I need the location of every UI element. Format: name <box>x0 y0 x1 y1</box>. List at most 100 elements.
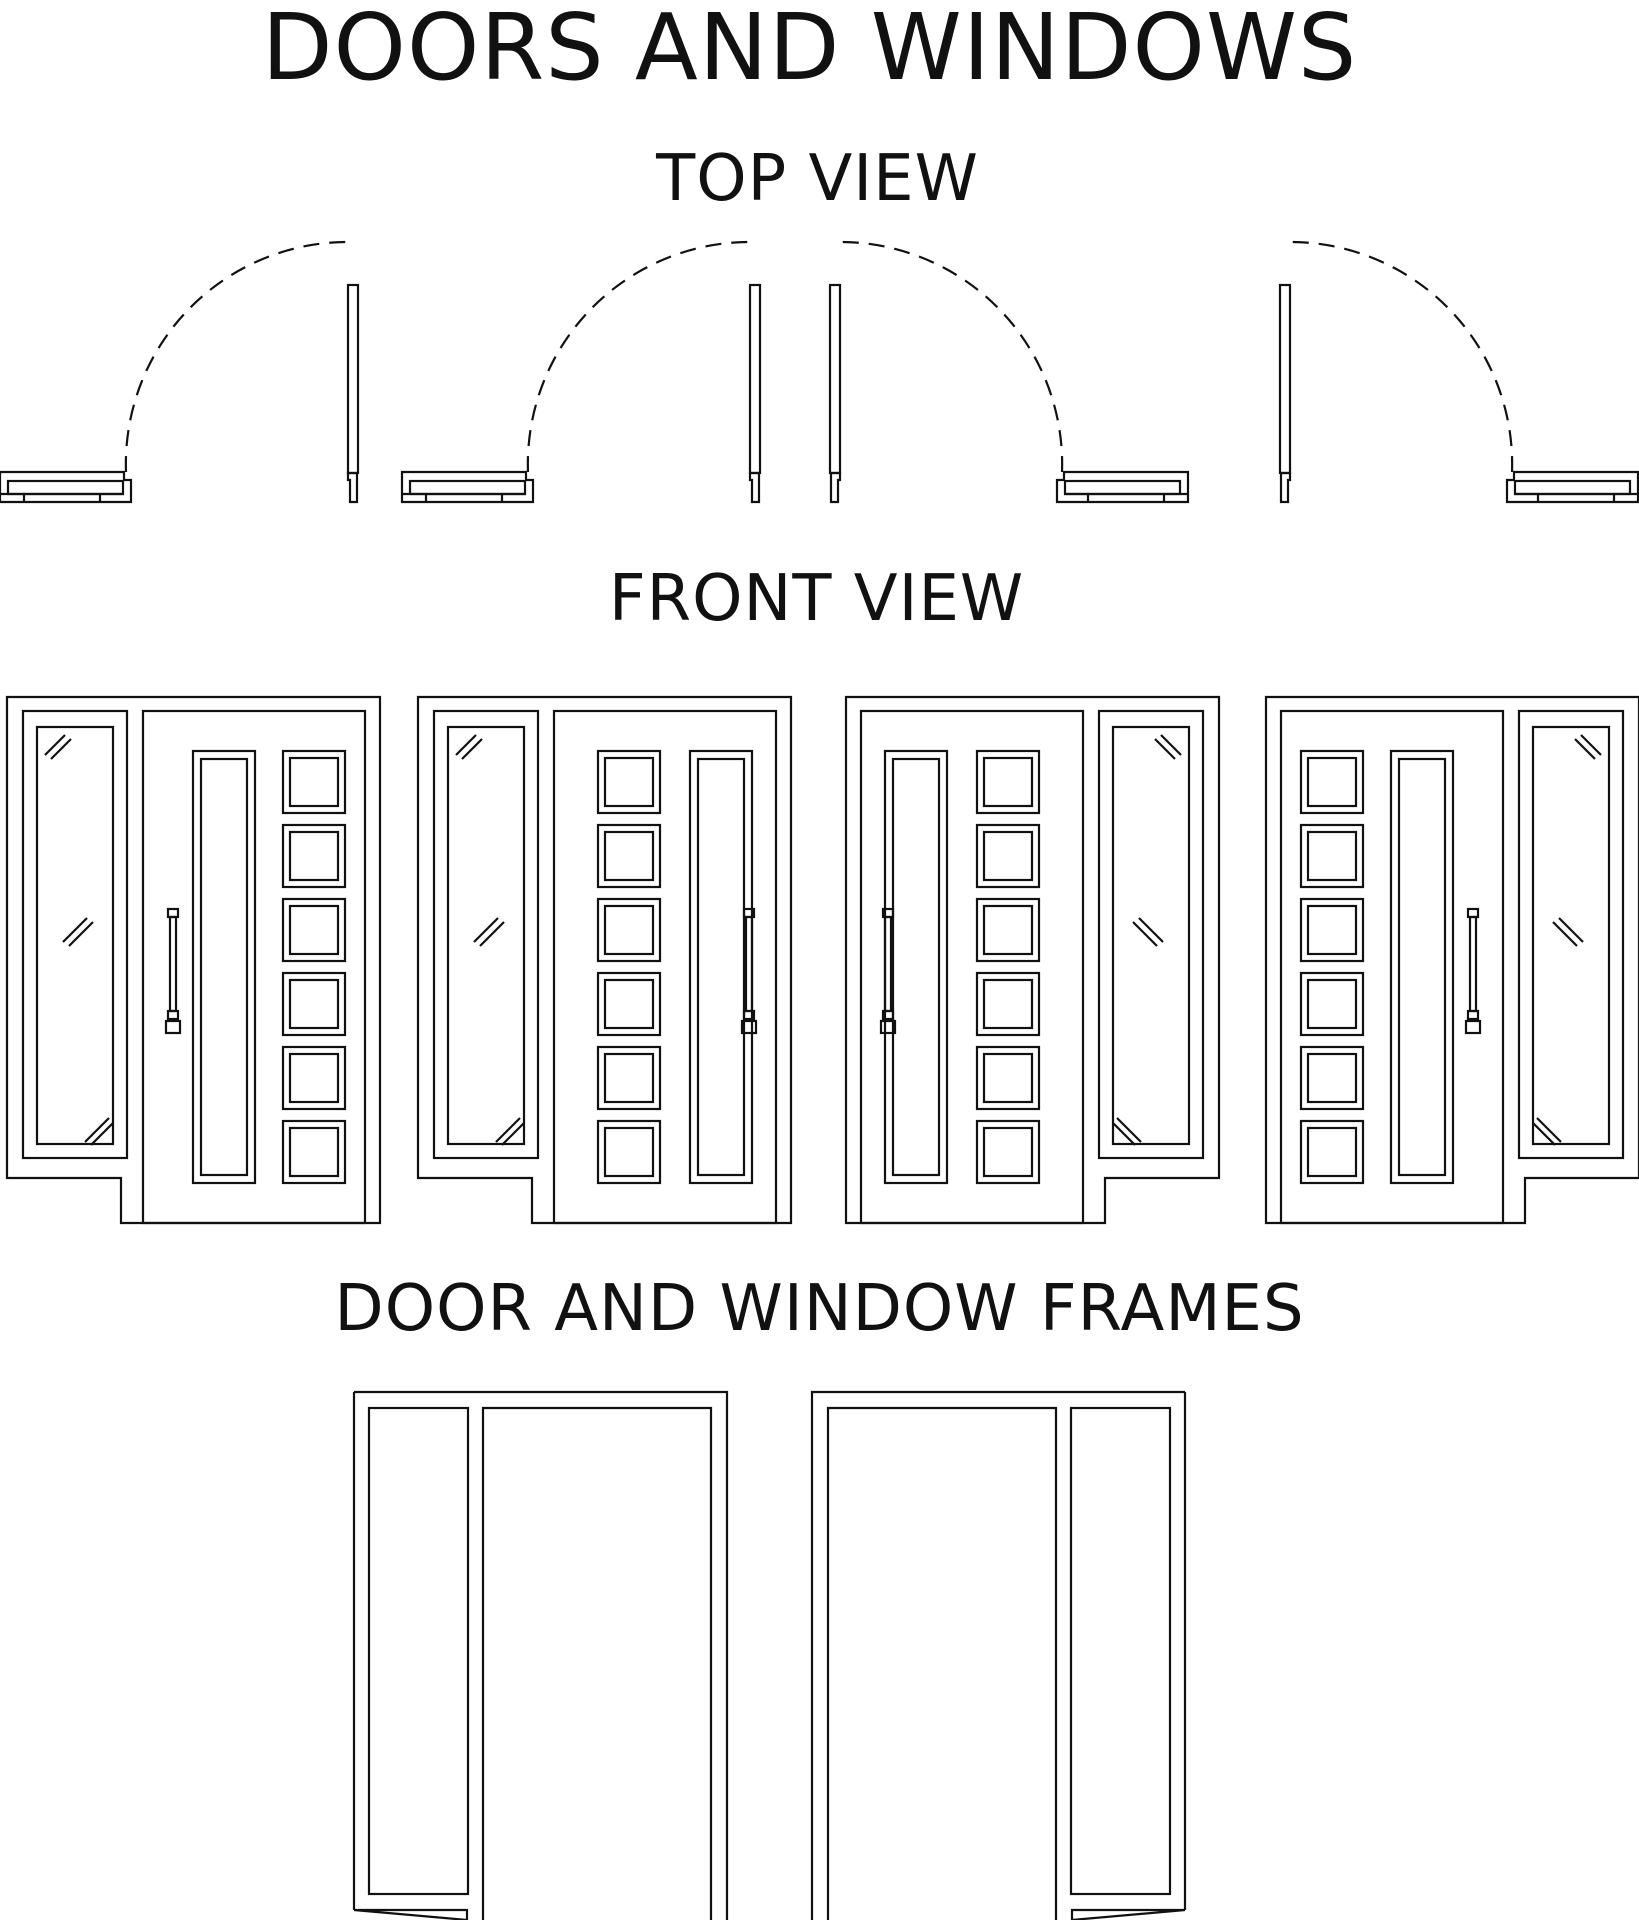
tall-panel-inner <box>1397 757 1447 1177</box>
door-plan-1 <box>0 240 360 504</box>
square-panel-outer <box>975 971 1041 1037</box>
square-panel-outer <box>596 1045 662 1111</box>
square-panel-inner <box>982 1126 1034 1178</box>
sill-detail <box>1064 492 1188 502</box>
frame-1-shape <box>352 1390 729 1920</box>
square-panel-outer <box>975 1119 1041 1185</box>
outer-frame <box>810 1390 1186 1920</box>
door-leaf <box>748 283 762 475</box>
handle-bar <box>744 915 754 1013</box>
square-panel-outer <box>281 1045 347 1111</box>
square-panel-inner <box>1306 830 1358 882</box>
page-title: DOORS AND WINDOWS <box>261 0 1358 101</box>
swing-arc <box>1289 240 1514 473</box>
square-panel-inner <box>288 830 340 882</box>
square-panel-inner <box>288 904 340 956</box>
lock-plate <box>164 1019 182 1035</box>
outer-frame <box>844 695 1221 1225</box>
handle-top <box>1466 907 1480 919</box>
outer-frame <box>5 695 382 1225</box>
handle-bar <box>1468 915 1478 1013</box>
lock-plate <box>740 1019 758 1035</box>
handle-bottom <box>881 1009 895 1021</box>
door-opening <box>481 1406 713 1920</box>
square-panel-outer <box>281 971 347 1037</box>
sill-detail <box>0 492 124 502</box>
sill-glass <box>408 479 527 496</box>
square-panel-outer <box>281 749 347 815</box>
square-panel-inner <box>603 904 655 956</box>
square-panel-outer <box>281 823 347 889</box>
glass-hatch-top <box>1154 734 1182 760</box>
door-elevation-2 <box>416 695 793 1225</box>
glass-hatch-mid <box>62 917 94 947</box>
door-elevation-1 <box>5 695 382 1225</box>
sidelight-frame <box>21 709 129 1160</box>
glass-hatch-bottom <box>84 1117 114 1146</box>
square-panel-inner <box>603 756 655 808</box>
jamb <box>829 471 842 504</box>
door-leaf <box>1278 283 1292 475</box>
square-panel-outer <box>596 749 662 815</box>
square-panel-inner <box>1306 904 1358 956</box>
sidelight-opening <box>1069 1406 1172 1896</box>
outer-frame <box>1264 695 1639 1225</box>
sidelight-frame <box>1097 709 1205 1160</box>
square-panel-inner <box>288 756 340 808</box>
door-handle <box>164 907 182 1035</box>
sill-frame <box>400 470 535 504</box>
tall-panel-inner <box>696 757 746 1177</box>
jamb <box>1279 471 1292 504</box>
door-leaf <box>346 283 360 475</box>
square-panel-inner <box>1306 1126 1358 1178</box>
lock-plate <box>1464 1019 1482 1035</box>
sidelight-frame <box>432 709 540 1160</box>
tall-panel-outer <box>191 749 257 1185</box>
jamb <box>748 471 761 504</box>
glass-hatch-bottom <box>1532 1117 1562 1146</box>
handle-bottom <box>166 1009 180 1021</box>
square-panel-inner <box>603 978 655 1030</box>
square-panel-outer <box>1299 971 1365 1037</box>
frame-2 <box>810 1390 1187 1920</box>
glass-hatch-top <box>455 734 483 760</box>
square-panel-outer <box>596 823 662 889</box>
handle-bottom <box>1466 1009 1480 1021</box>
sill-glass <box>1513 479 1632 496</box>
square-panel-outer <box>596 971 662 1037</box>
sill-detail <box>402 492 526 502</box>
square-panel-inner <box>982 1052 1034 1104</box>
sill-frame <box>1505 470 1639 504</box>
sill-frame <box>1055 470 1190 504</box>
square-panel-outer <box>1299 1045 1365 1111</box>
jamb <box>346 471 359 504</box>
door-leaf <box>141 709 367 1225</box>
sill-detail <box>1514 492 1638 502</box>
square-panel-inner <box>603 830 655 882</box>
sill-glass <box>6 479 125 496</box>
door-plan-3 <box>828 240 1190 504</box>
sidelight-glass <box>1531 725 1611 1146</box>
top-view-heading: TOP VIEW <box>656 142 979 216</box>
square-panel-outer <box>975 823 1041 889</box>
door-plan-2-shape <box>400 240 762 504</box>
front-view-heading: FRONT VIEW <box>608 562 1025 636</box>
door-handle <box>879 907 897 1035</box>
glass-hatch-mid <box>1552 917 1584 947</box>
sill-frame <box>0 470 133 504</box>
handle-bar <box>883 915 893 1013</box>
glass-hatch-top <box>1574 734 1602 760</box>
door-plan-3-shape <box>828 240 1190 504</box>
door-elevation-2-shape <box>416 695 793 1225</box>
door-opening <box>826 1406 1058 1920</box>
frames-heading: DOOR AND WINDOW FRAMES <box>334 1272 1305 1346</box>
door-leaf <box>859 709 1085 1225</box>
square-panel-inner <box>288 1052 340 1104</box>
square-panel-inner <box>982 756 1034 808</box>
square-panel-outer <box>1299 823 1365 889</box>
square-panel-inner <box>603 1052 655 1104</box>
handle-top <box>166 907 180 919</box>
square-panel-inner <box>982 830 1034 882</box>
swing-arc <box>526 240 751 473</box>
tall-panel-outer <box>1389 749 1455 1185</box>
